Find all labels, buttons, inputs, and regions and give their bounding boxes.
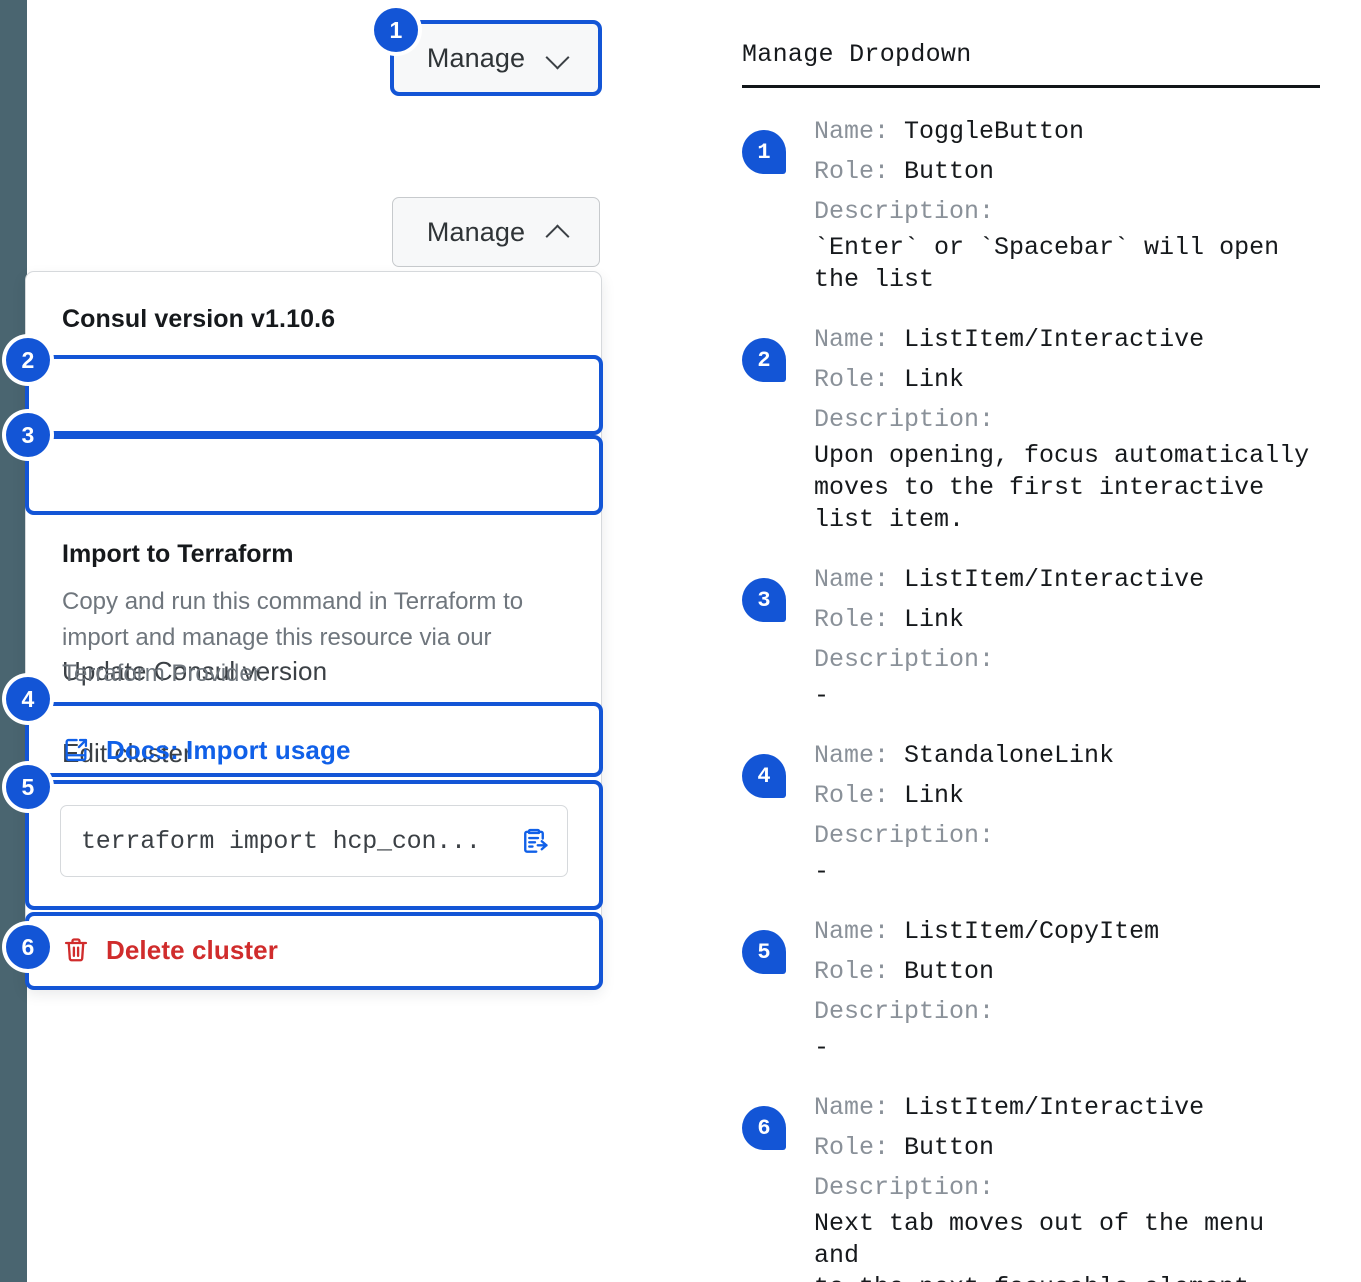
doc-role-label: Role: bbox=[814, 781, 890, 810]
doc-badge-4: 4 bbox=[742, 754, 786, 798]
terraform-import-command-field[interactable]: terraform import hcp_con... bbox=[60, 805, 568, 877]
doc-role-label: Role: bbox=[814, 1133, 890, 1162]
chevron-down-icon bbox=[547, 47, 569, 69]
manage-dropdown-panel: Consul version v1.10.6 Update Consul ver… bbox=[25, 271, 602, 988]
doc-description-value: Next tab moves out of the menu and to th… bbox=[814, 1209, 1265, 1282]
doc-entry: 4 Name: StandaloneLink Role: Link Descri… bbox=[742, 736, 1322, 906]
doc-badge-6: 6 bbox=[742, 1106, 786, 1150]
doc-description-value: - bbox=[814, 857, 830, 886]
doc-entry: 5 Name: ListItem/CopyItem Role: Button D… bbox=[742, 912, 1322, 1082]
menu-item-delete-cluster[interactable]: Delete cluster bbox=[26, 910, 603, 990]
docs-link-label: Docs: Import usage bbox=[106, 734, 351, 765]
documentation-divider bbox=[742, 85, 1320, 88]
import-to-terraform-description: Copy and run this command in Terraform t… bbox=[62, 588, 524, 687]
menu-item-docs-import-usage[interactable]: Docs: Import usage bbox=[26, 712, 603, 788]
annotation-badge-4: 4 bbox=[6, 677, 50, 721]
annotation-badge-3: 3 bbox=[6, 413, 50, 457]
doc-role-label: Role: bbox=[814, 605, 890, 634]
doc-name-label: Name: bbox=[814, 117, 890, 146]
doc-name-label: Name: bbox=[814, 565, 890, 594]
annotation-badge-6: 6 bbox=[6, 925, 50, 969]
doc-name-label: Name: bbox=[814, 741, 890, 770]
doc-role-value: Link bbox=[904, 365, 965, 394]
doc-name-value: ListItem/Interactive bbox=[904, 1093, 1205, 1122]
terraform-import-command-text: terraform import hcp_con... bbox=[81, 826, 481, 856]
doc-name-value: StandaloneLink bbox=[904, 741, 1115, 770]
import-to-terraform-title: Import to Terraform bbox=[62, 540, 294, 568]
doc-badge-2: 2 bbox=[742, 338, 786, 382]
doc-description-label: Description: bbox=[814, 645, 995, 674]
trash-icon bbox=[62, 936, 90, 964]
doc-role-label: Role: bbox=[814, 957, 890, 986]
consul-version-header: Consul version v1.10.6 bbox=[62, 305, 336, 333]
doc-description-label: Description: bbox=[814, 197, 995, 226]
doc-name-label: Name: bbox=[814, 325, 890, 354]
doc-description-value: Upon opening, focus automatically moves … bbox=[814, 441, 1310, 534]
doc-entry: 3 Name: ListItem/Interactive Role: Link … bbox=[742, 560, 1322, 730]
annotation-badge-1: 1 bbox=[374, 8, 418, 52]
doc-entry: 2 Name: ListItem/Interactive Role: Link … bbox=[742, 320, 1322, 554]
doc-badge-3: 3 bbox=[742, 578, 786, 622]
doc-description-label: Description: bbox=[814, 821, 995, 850]
docs-external-link-icon bbox=[62, 736, 90, 764]
menu-item-label: Update Consul version bbox=[62, 655, 328, 686]
doc-role-value: Link bbox=[904, 781, 965, 810]
manage-toggle-button-expanded[interactable]: Manage bbox=[392, 197, 600, 267]
doc-entry: 1 Name: ToggleButton Role: Button Descri… bbox=[742, 112, 1322, 314]
documentation-panel: Manage Dropdown 1 Name: ToggleButton Rol… bbox=[742, 40, 1322, 1282]
doc-name-value: ListItem/Interactive bbox=[904, 325, 1205, 354]
doc-description-value: - bbox=[814, 1033, 830, 1062]
doc-name-label: Name: bbox=[814, 917, 890, 946]
menu-item-update-consul-version[interactable]: Update Consul version bbox=[26, 630, 603, 712]
doc-description-label: Description: bbox=[814, 405, 995, 434]
doc-description-label: Description: bbox=[814, 1173, 995, 1202]
doc-description-label: Description: bbox=[814, 997, 995, 1026]
documentation-title: Manage Dropdown bbox=[742, 40, 972, 69]
annotation-badge-2: 2 bbox=[6, 338, 50, 382]
doc-name-label: Name: bbox=[814, 1093, 890, 1122]
left-app-rail bbox=[0, 0, 27, 1282]
doc-role-value: Button bbox=[904, 1133, 995, 1162]
delete-cluster-label: Delete cluster bbox=[106, 934, 278, 965]
doc-role-value: Link bbox=[904, 605, 965, 634]
copy-to-clipboard-icon[interactable] bbox=[519, 826, 549, 856]
doc-role-label: Role: bbox=[814, 365, 890, 394]
doc-name-value: ToggleButton bbox=[904, 117, 1085, 146]
doc-description-value: - bbox=[814, 681, 830, 710]
manage-button-label-expanded: Manage bbox=[426, 216, 526, 247]
doc-name-value: ListItem/CopyItem bbox=[904, 917, 1160, 946]
annotation-badge-5: 5 bbox=[6, 765, 50, 809]
doc-entry: 6 Name: ListItem/Interactive Role: Butto… bbox=[742, 1088, 1322, 1282]
doc-role-value: Button bbox=[904, 157, 995, 186]
doc-role-label: Role: bbox=[814, 157, 890, 186]
doc-name-value: ListItem/Interactive bbox=[904, 565, 1205, 594]
doc-badge-1: 1 bbox=[742, 130, 786, 174]
doc-description-value: `Enter` or `Spacebar` will open the list bbox=[814, 233, 1280, 294]
manage-button-label: Manage bbox=[426, 42, 526, 73]
doc-role-value: Button bbox=[904, 957, 995, 986]
manage-toggle-button-collapsed[interactable]: Manage bbox=[392, 22, 600, 94]
chevron-up-icon bbox=[547, 221, 569, 243]
doc-badge-5: 5 bbox=[742, 930, 786, 974]
